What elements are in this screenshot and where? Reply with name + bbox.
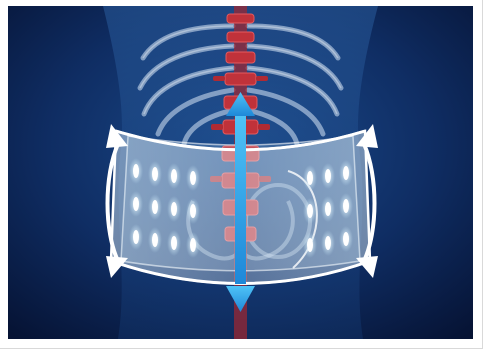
illustration-svg <box>8 6 473 339</box>
belt-stays-right <box>303 160 353 258</box>
back-brace-illustration <box>8 6 473 339</box>
